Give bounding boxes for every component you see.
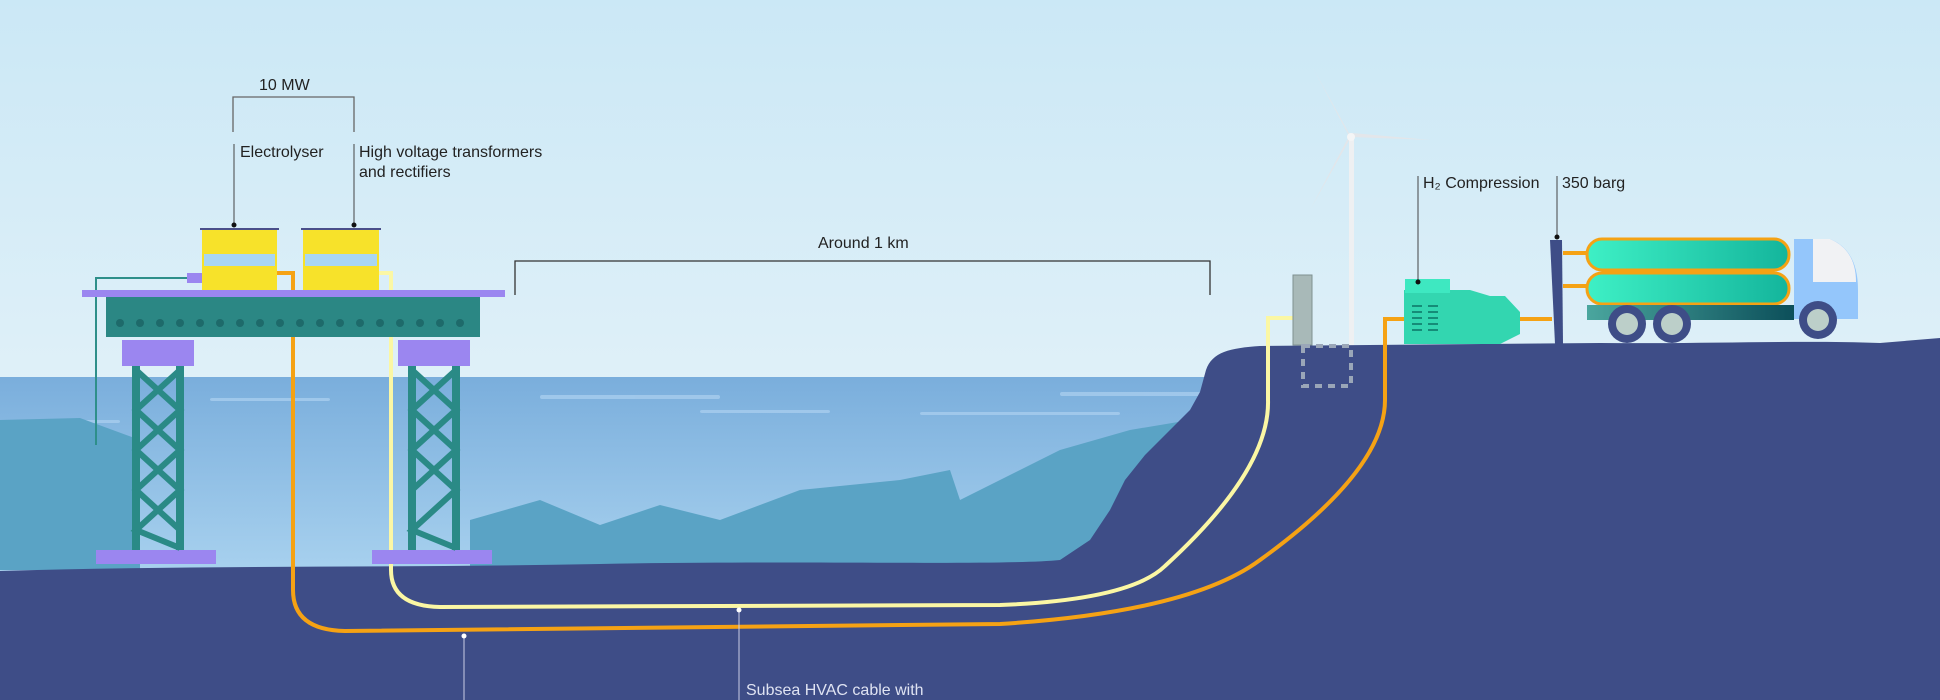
platform-deck xyxy=(82,290,505,297)
power-cable xyxy=(379,271,1293,610)
substation-cabinet xyxy=(1292,274,1313,346)
hydrogen-tank xyxy=(1585,237,1791,272)
distance-bracket xyxy=(514,260,1211,295)
electrolyser-label: Electrolyser xyxy=(240,144,324,161)
wind-turbine xyxy=(1310,68,1430,345)
power-label: 10 MW xyxy=(259,77,311,94)
hydrogen-tank xyxy=(1585,271,1791,306)
platform-leg-left xyxy=(96,340,216,564)
seabed xyxy=(0,338,1940,700)
platform-leg-right xyxy=(372,340,492,564)
transformer-label-line1: High voltage transformers xyxy=(359,144,542,161)
power-bracket xyxy=(232,96,355,132)
transformer-unit xyxy=(301,228,381,290)
underwater-hills xyxy=(0,418,1230,570)
electrolyser-unit xyxy=(200,228,279,290)
transformer-label-line2: and rectifiers xyxy=(359,164,451,181)
distance-label: Around 1 km xyxy=(818,235,909,252)
hydrogen-pipeline xyxy=(277,271,1404,634)
pressure-label: 350 barg xyxy=(1562,175,1625,192)
platform-girder xyxy=(106,297,480,337)
offshore-platform xyxy=(82,228,505,564)
cable-label: Subsea HVAC cable with xyxy=(746,682,924,699)
control-cable xyxy=(95,277,190,445)
tube-trailer-truck xyxy=(1563,237,1858,343)
compression-label: H₂ Compression xyxy=(1423,175,1539,192)
foundation-outline xyxy=(1301,344,1353,388)
sea-ripples xyxy=(30,392,1210,423)
dispenser-pole xyxy=(1550,240,1563,344)
